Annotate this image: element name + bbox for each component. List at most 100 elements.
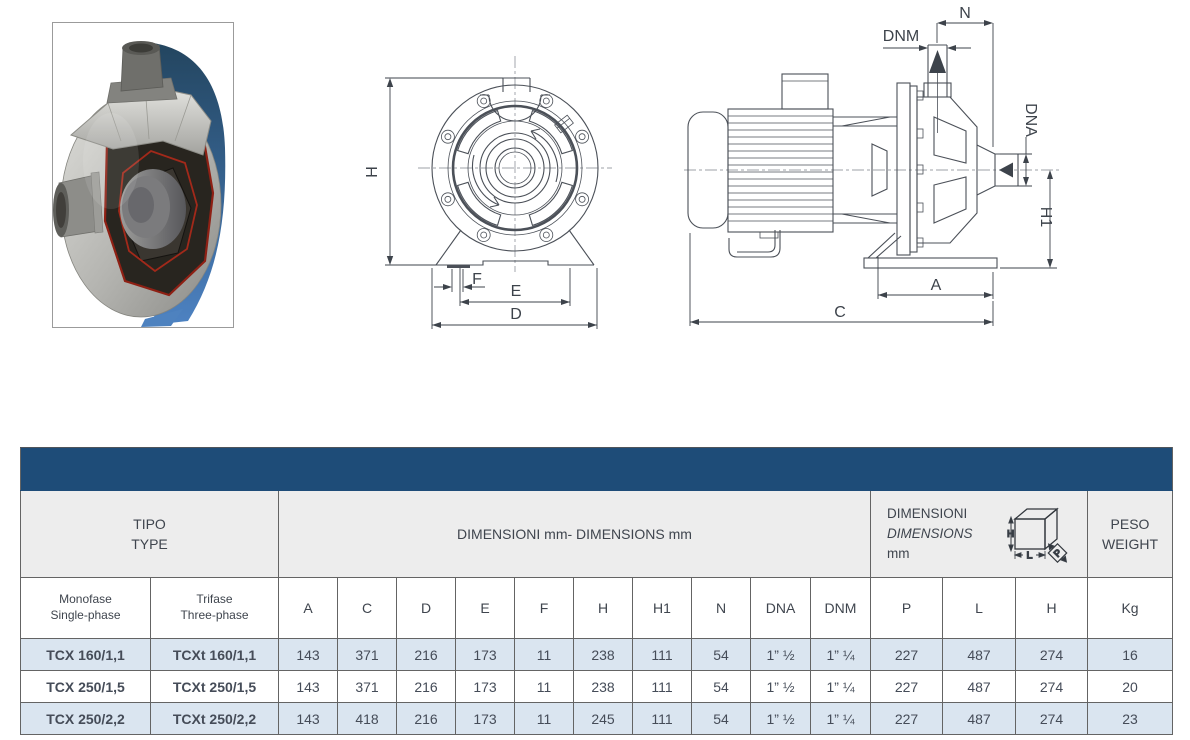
value-DNA: 1” ½	[750, 702, 811, 735]
three-phase-label: Three-phase	[180, 608, 249, 622]
table-row: TCX 250/2,2 TCXt 250/2,2 143 418 216 173…	[20, 702, 1173, 735]
peso-weight-header: PESO WEIGHT	[1087, 490, 1173, 578]
flow-arrow-up	[929, 50, 946, 73]
dim-label-F: F	[472, 271, 482, 288]
value-F: 11	[514, 670, 574, 703]
motor-fins	[728, 115, 833, 222]
value-A: 143	[278, 702, 338, 735]
value-H: 245	[573, 702, 633, 735]
peso-label: PESO	[1110, 515, 1150, 532]
col-DNM-header: DNM	[810, 577, 871, 639]
col-E-header: E	[455, 577, 515, 639]
model-monofase: TCX 250/1,5	[20, 670, 151, 703]
trifase-label: Trifase	[196, 592, 233, 607]
model-monofase: TCX 250/2,2	[20, 702, 151, 735]
col-C-header: C	[337, 577, 397, 639]
value-N: 54	[691, 638, 751, 671]
value-F: 11	[514, 702, 574, 735]
mm-label: mm	[887, 546, 910, 562]
rotation-arrow-left	[471, 154, 500, 208]
value-DNA: 1” ½	[750, 670, 811, 703]
value-DNA: 1” ½	[750, 638, 811, 671]
pump-side-view-drawing: N DNM DNA H1 A C	[684, 5, 1060, 326]
dim-label-C: C	[834, 304, 846, 321]
dim-label-E: E	[511, 283, 522, 300]
value-F: 11	[514, 638, 574, 671]
value-L: 487	[942, 670, 1016, 703]
type-label: TYPE	[131, 536, 168, 552]
value-DNM: 1” ¼	[810, 638, 871, 671]
value-D: 216	[396, 670, 456, 703]
col-boxH-header: H	[1015, 577, 1088, 639]
table-group-header-row: TIPO TYPE DIMENSIONI mm- DIMENSIONS mm D…	[20, 490, 1173, 578]
table-column-header-row: Monofase Single-phase Trifase Three-phas…	[20, 577, 1173, 639]
value-kg: 23	[1087, 702, 1173, 735]
dimensions-label: DIMENSIONS	[887, 525, 973, 541]
dimensioni-label: DIMENSIONI	[887, 505, 968, 521]
col-H-header: H	[573, 577, 633, 639]
flow-arrow-left	[999, 162, 1013, 178]
dim-label-DNA: DNA	[1022, 103, 1039, 137]
col-monofase-header: Monofase Single-phase	[20, 577, 151, 639]
value-E: 173	[455, 638, 515, 671]
terminal-box	[781, 73, 829, 110]
dim-label-DNM: DNM	[883, 28, 919, 45]
value-H: 238	[573, 638, 633, 671]
dim-label-H: H	[364, 166, 381, 178]
monofase-label: Monofase	[59, 592, 112, 607]
weight-label: WEIGHT	[1102, 536, 1158, 552]
overall-dimensions-header: DIMENSIONI DIMENSIONS mm	[870, 490, 1088, 578]
table-title-bar	[20, 447, 1173, 491]
dimensions-table: TIPO TYPE DIMENSIONI mm- DIMENSIONS mm D…	[20, 447, 1173, 735]
col-L-header: L	[942, 577, 1016, 639]
vent-plug	[554, 114, 574, 134]
value-P: 227	[870, 670, 943, 703]
packaging-cube-icon: H L P	[1007, 507, 1068, 564]
value-N: 54	[691, 670, 751, 703]
pump-front-view-drawing: H F E D	[364, 56, 612, 329]
model-trifase: TCXt 250/2,2	[150, 702, 279, 735]
table-row: TCX 250/1,5 TCXt 250/1,5 143 371 216 173…	[20, 670, 1173, 703]
pump-cutaway-illustration	[53, 41, 226, 327]
value-DNM: 1” ¼	[810, 702, 871, 735]
value-C: 371	[337, 670, 397, 703]
value-P: 227	[870, 638, 943, 671]
col-N-header: N	[691, 577, 751, 639]
value-C: 418	[337, 702, 397, 735]
cube-h-label: H	[1007, 529, 1014, 540]
dimensions-mm-header: DIMENSIONI mm- DIMENSIONS mm	[278, 490, 871, 578]
value-H1: 111	[632, 702, 692, 735]
dim-label-H1: H1	[1037, 207, 1054, 228]
single-phase-label: Single-phase	[50, 608, 121, 622]
col-H1-header: H1	[632, 577, 692, 639]
dim-label-D: D	[510, 306, 522, 323]
model-trifase: TCXt 250/1,5	[150, 670, 279, 703]
model-trifase: TCXt 160/1,1	[150, 638, 279, 671]
pump-cutaway-photo	[52, 22, 234, 328]
value-H: 238	[573, 670, 633, 703]
tipo-label: TIPO	[133, 515, 166, 532]
col-A-header: A	[278, 577, 338, 639]
col-P-header: P	[870, 577, 943, 639]
value-A: 143	[278, 670, 338, 703]
value-L: 487	[942, 638, 1016, 671]
value-A: 143	[278, 638, 338, 671]
value-boxH: 274	[1015, 702, 1088, 735]
col-kg-header: Kg	[1087, 577, 1173, 639]
value-kg: 20	[1087, 670, 1173, 703]
value-kg: 16	[1087, 638, 1173, 671]
value-C: 371	[337, 638, 397, 671]
cube-l-label: L	[1026, 551, 1032, 562]
value-D: 216	[396, 702, 456, 735]
value-D: 216	[396, 638, 456, 671]
title-bar-cell	[20, 447, 1173, 491]
value-boxH: 274	[1015, 638, 1088, 671]
value-L: 487	[942, 702, 1016, 735]
table-row: TCX 160/1,1 TCXt 160/1,1 143 371 216 173…	[20, 638, 1173, 671]
dim-label-N: N	[959, 5, 971, 22]
value-N: 54	[691, 702, 751, 735]
rotation-arrow-right	[530, 128, 559, 183]
col-D-header: D	[396, 577, 456, 639]
col-DNA-header: DNA	[750, 577, 811, 639]
dim-label-A: A	[931, 277, 942, 294]
